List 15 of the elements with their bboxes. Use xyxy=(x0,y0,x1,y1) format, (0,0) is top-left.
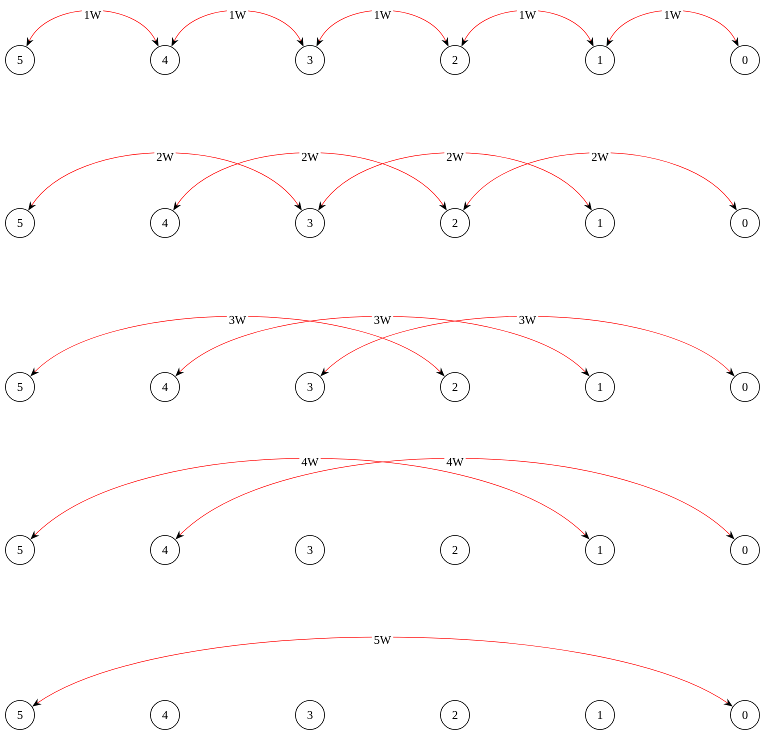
edge-label: 1W xyxy=(372,8,394,22)
edge-label: 1W xyxy=(226,8,248,22)
edge-label: 3W xyxy=(516,314,538,326)
edge-label: 2W xyxy=(299,150,321,164)
edge-label: 1W xyxy=(82,8,104,22)
edge-label: 2W xyxy=(589,150,611,164)
edge-label: 2W xyxy=(154,150,176,164)
edge-label: 5W xyxy=(372,634,394,646)
edge-label: 4W xyxy=(299,456,321,468)
edge-label: 2W xyxy=(444,150,466,164)
edge-label: 4W xyxy=(444,456,466,468)
edge-label: 1W xyxy=(516,8,538,22)
edge-label: 1W xyxy=(662,8,684,22)
edge-label: 3W xyxy=(226,314,248,326)
edge-label: 3W xyxy=(372,314,394,326)
